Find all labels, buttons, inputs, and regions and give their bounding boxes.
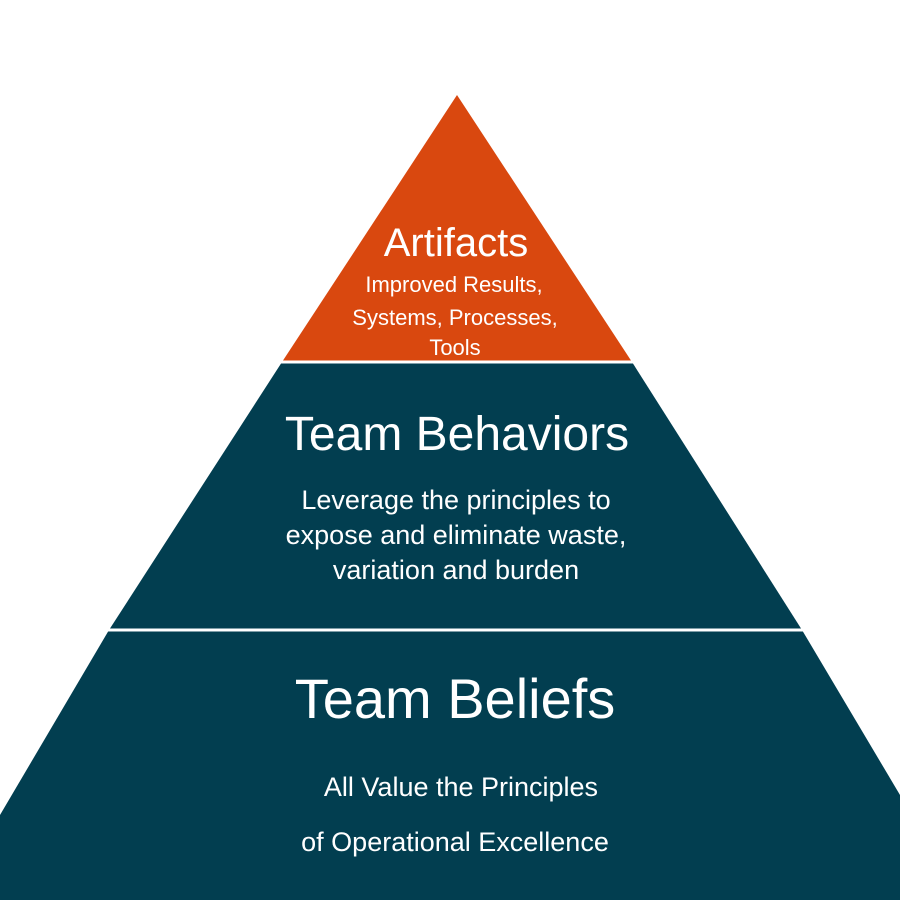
tier-behaviors-line: expose and eliminate waste, bbox=[286, 520, 627, 550]
tier-artifacts-title: Artifacts bbox=[384, 221, 528, 265]
tier-artifacts-shape bbox=[282, 95, 632, 362]
tier-beliefs-shape bbox=[0, 630, 900, 900]
tier-artifacts-line: Tools bbox=[429, 335, 480, 360]
tier-beliefs-line: All Value the Principles bbox=[324, 772, 598, 802]
tier-behaviors-line: Leverage the principles to bbox=[301, 485, 610, 515]
tier-behaviors-shape bbox=[109, 362, 802, 630]
tier-artifacts-line: Systems, Processes, bbox=[352, 305, 557, 330]
tier-beliefs-title: Team Beliefs bbox=[295, 667, 616, 730]
tier-behaviors-line: variation and burden bbox=[333, 555, 579, 585]
tier-beliefs-line: of Operational Excellence bbox=[301, 827, 609, 857]
tier-behaviors-title: Team Behaviors bbox=[285, 408, 629, 461]
tier-artifacts-line: Improved Results, bbox=[365, 272, 542, 297]
